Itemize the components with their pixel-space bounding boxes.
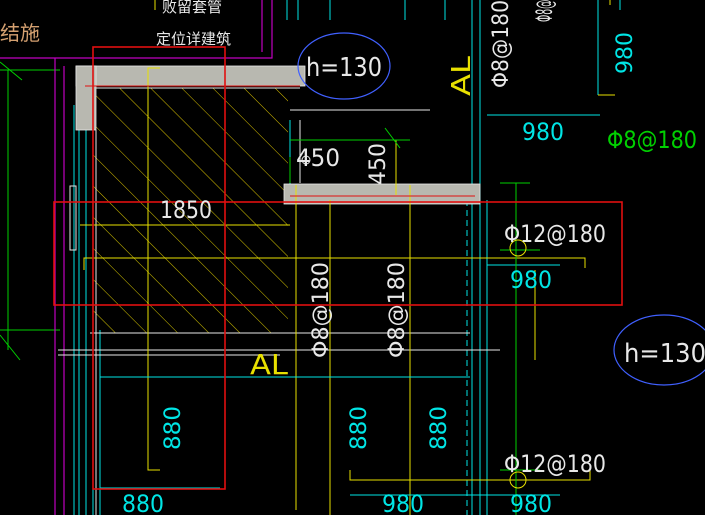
length-980-right-mid: 980 [510, 266, 552, 294]
red-outlines [53, 46, 623, 490]
yellow-rebar-lines [80, 0, 615, 515]
rebar-vertical-1: Φ8@180 [309, 262, 334, 358]
green-dimension-lines [289, 127, 540, 515]
dim-1850: 1850 [160, 196, 212, 224]
rebar-vertical-2: Φ8@180 [385, 262, 410, 358]
length-980-bottom: 980 [382, 490, 424, 515]
length-880-bottom: 880 [122, 490, 164, 515]
slab-thickness-label-2: h=130 [624, 339, 705, 369]
dim-450-horizontal: 450 [296, 144, 340, 172]
length-880-3: 880 [427, 406, 452, 450]
label-al-2: AL [250, 348, 288, 381]
rebar-right-mid: Φ12@180 [504, 220, 606, 248]
note-left: 结施 [0, 21, 40, 45]
slab-thickness-ellipse-1 [297, 32, 391, 100]
length-980-mid: 980 [522, 118, 564, 146]
rebar-top-a: Φ8@180 [489, 0, 514, 88]
length-880-2: 880 [347, 406, 372, 450]
left-axis-lines [0, 61, 60, 361]
white-lines [58, 87, 500, 515]
dim-450-vertical: 450 [366, 143, 391, 185]
length-880-1: 880 [161, 406, 186, 450]
length-980-top-right: 980 [613, 32, 638, 74]
gray-beams [75, 65, 481, 205]
rebar-right-top: Φ8@180 [607, 126, 697, 154]
rebar-circles [301, 155, 527, 489]
note-locate: 定位详建筑 [156, 30, 231, 48]
hatched-slab-lower [93, 200, 288, 332]
magenta-outline [0, 0, 273, 515]
note-top: 败留套管 [162, 0, 222, 16]
slab-thickness-ellipse-2 [613, 314, 705, 386]
label-al-1: AL [447, 55, 477, 96]
cyan-dimension-lines [100, 114, 600, 496]
slab-thickness-label-1: h=130 [306, 53, 382, 83]
rebar-right-bottom: Φ12@180 [504, 450, 606, 478]
length-980-bottom-right: 980 [510, 490, 552, 515]
rebar-top-b: Φ8@180 [533, 0, 558, 22]
